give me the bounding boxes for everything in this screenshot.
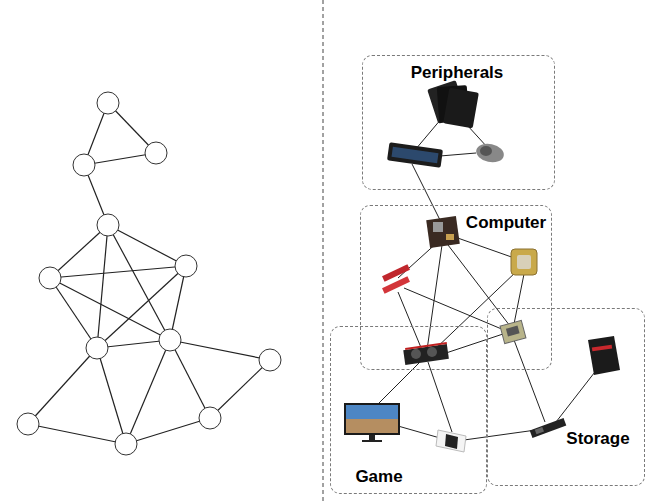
divider-line (323, 0, 324, 504)
keyboard-icon (387, 142, 443, 167)
ssd-chip-icon (500, 320, 526, 343)
console-icon (436, 430, 466, 452)
graph-vertices (17, 92, 281, 455)
graph-edges (28, 103, 270, 444)
gpu-icon (403, 342, 449, 365)
sd-card-icon (588, 336, 620, 375)
motherboard-icon (426, 216, 460, 248)
product-links (378, 112, 598, 440)
cpu-icon (511, 249, 537, 275)
group-box: Game (330, 326, 487, 494)
group-box: Computer (360, 205, 552, 370)
group-title: Game (353, 467, 404, 487)
nvme-icon (530, 418, 567, 438)
group-box: Peripherals (362, 55, 555, 190)
group-title: Peripherals (409, 63, 506, 83)
group-title: Storage (564, 429, 631, 449)
card-stack-icon (427, 80, 479, 128)
monitor-icon (344, 403, 400, 442)
group-box: Storage (487, 308, 645, 486)
ram-icon (382, 264, 410, 293)
group-title: Computer (464, 213, 548, 233)
mouse-icon (474, 141, 505, 164)
